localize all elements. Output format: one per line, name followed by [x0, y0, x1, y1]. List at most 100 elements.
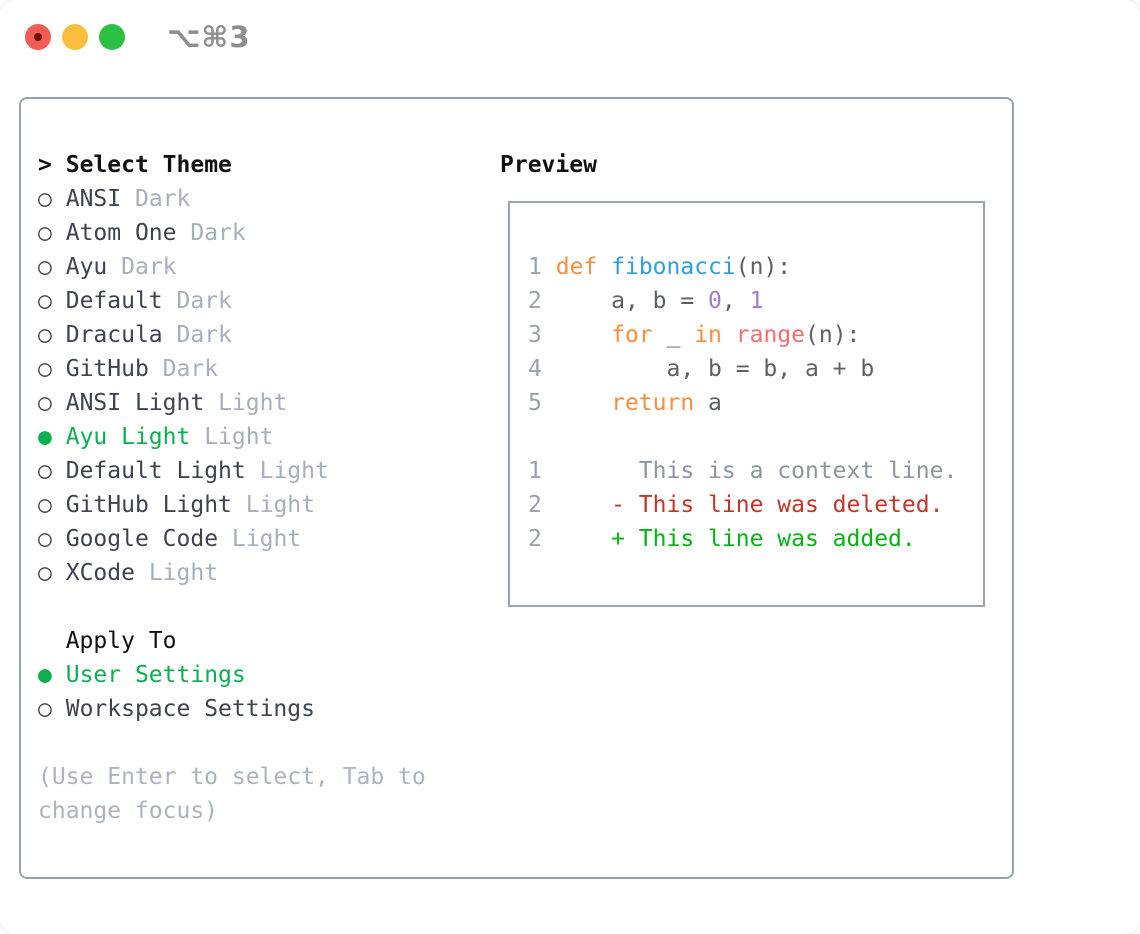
code-token: fibonacci: [611, 254, 736, 280]
theme-list-item[interactable]: ○ Atom One Dark: [38, 216, 426, 250]
code-token: ,: [721, 288, 750, 314]
code-preview: 1 def fibonacci(n): 2 a, b = 0, 1 3 for …: [528, 250, 957, 556]
code-token: [722, 322, 736, 348]
prompt-icon: >: [38, 152, 52, 178]
code-token: 1: [749, 288, 764, 314]
apply-to-option-label: Workspace Settings: [65, 696, 315, 722]
window-title-shortcut: ⌥⌘3: [167, 20, 251, 54]
radio-icon: ○: [38, 696, 52, 722]
radio-icon: ○: [38, 186, 52, 212]
theme-name: Default Light: [65, 458, 246, 484]
code-token: a: [694, 390, 722, 416]
apply-to-option-label: User Settings: [65, 662, 246, 688]
minimize-button[interactable]: [62, 24, 88, 50]
theme-name: Default: [65, 288, 163, 314]
code-token: a, b =: [555, 288, 709, 314]
theme-name: ANSI Light: [65, 390, 205, 416]
spacer: [38, 726, 426, 760]
theme-name: XCode: [65, 560, 135, 586]
theme-list-item[interactable]: ○ GitHub Light Light: [38, 488, 426, 522]
theme-name: Google Code: [65, 526, 219, 552]
code-token: [597, 254, 611, 280]
code-line: 5 return a: [528, 386, 957, 420]
code-line-content: a, b = b, a + b: [555, 356, 875, 382]
line-number: 2: [528, 526, 542, 552]
radio-icon: ○: [38, 526, 52, 552]
theme-name: ANSI: [65, 186, 122, 212]
line-number: 5: [528, 390, 542, 416]
radio-icon: ●: [38, 424, 52, 450]
radio-icon: ○: [38, 390, 52, 416]
code-line-content: def fibonacci(n):: [556, 254, 791, 280]
theme-list-item[interactable]: ○ Default Light Light: [38, 454, 426, 488]
code-line: 4 a, b = b, a + b: [528, 352, 957, 386]
diff-line-content: + This line was added.: [555, 526, 916, 552]
code-line: 2 a, b = 0, 1: [528, 284, 957, 318]
theme-name: Ayu Light: [65, 424, 191, 450]
apply-to-option[interactable]: ● User Settings: [38, 658, 426, 692]
code-token: for: [611, 322, 653, 348]
theme-list-item[interactable]: ○ ANSI Light Light: [38, 386, 426, 420]
code-token: _: [652, 322, 695, 348]
line-number: 3: [528, 322, 542, 348]
theme-list-item[interactable]: ○ Ayu Dark: [38, 250, 426, 284]
theme-name: GitHub: [65, 356, 149, 382]
theme-list-item[interactable]: ○ GitHub Dark: [38, 352, 426, 386]
zoom-button[interactable]: [99, 24, 125, 50]
select-theme-header-label: Select Theme: [65, 152, 232, 178]
code-token: range: [735, 322, 806, 348]
radio-icon: ○: [38, 322, 52, 348]
theme-variant: Dark: [134, 186, 191, 212]
theme-variant: Light: [259, 458, 329, 484]
theme-variant: Dark: [176, 288, 232, 314]
theme-list-item[interactable]: ● Ayu Light Light: [38, 420, 426, 454]
diff-line-content: This is a context line.: [555, 458, 958, 484]
code-token: return: [611, 390, 695, 416]
diff-line: 2 + This line was added.: [528, 522, 957, 556]
blank-line: [528, 420, 957, 454]
line-number: 2: [528, 288, 542, 314]
radio-icon: ○: [38, 560, 52, 586]
radio-icon: ○: [38, 492, 52, 518]
code-token: (n):: [805, 322, 861, 348]
apply-to-option[interactable]: ○ Workspace Settings: [38, 692, 426, 726]
theme-list-item[interactable]: ○ ANSI Dark: [38, 182, 426, 216]
apply-to-header-label: Apply To: [65, 628, 177, 654]
theme-variant: Light: [204, 424, 274, 450]
code-token: def: [555, 254, 598, 280]
diff-line: 1 This is a context line.: [528, 454, 957, 488]
theme-list-item[interactable]: ○ Default Dark: [38, 284, 426, 318]
code-line-content: a, b = 0, 1: [555, 288, 764, 314]
code-line-content: for _ in range(n):: [556, 322, 861, 348]
code-line: 1 def fibonacci(n):: [528, 250, 957, 284]
radio-icon: ○: [38, 458, 52, 484]
theme-variant: Light: [148, 560, 219, 586]
preview-box: 1 def fibonacci(n): 2 a, b = 0, 1 3 for …: [508, 201, 985, 607]
close-button[interactable]: [25, 24, 51, 50]
radio-icon: ○: [38, 356, 52, 382]
radio-icon: ○: [38, 254, 52, 280]
radio-icon: ○: [38, 220, 52, 246]
theme-list-item[interactable]: ○ Google Code Light: [38, 522, 426, 556]
theme-list-item[interactable]: ○ XCode Light: [38, 556, 426, 590]
theme-name: GitHub Light: [65, 492, 232, 518]
theme-variant: Dark: [190, 220, 246, 246]
theme-picker-panel: > Select Theme ○ ANSI Dark ○ Atom One Da…: [19, 97, 1014, 879]
apply-to-list: ● User Settings ○ Workspace Settings: [38, 658, 426, 726]
theme-variant: Light: [231, 526, 302, 552]
radio-icon: ●: [38, 662, 52, 688]
theme-list-item[interactable]: ○ Dracula Dark: [38, 318, 426, 352]
titlebar: ⌥⌘3: [0, 0, 1140, 74]
code-token: a, b = b, a + b: [555, 356, 875, 382]
apply-to-header: Apply To: [38, 624, 426, 658]
radio-icon: ○: [38, 288, 52, 314]
code-line: 3 for _ in range(n):: [528, 318, 957, 352]
theme-variant: Dark: [162, 356, 219, 382]
code-line-content: return a: [556, 390, 722, 416]
unsaved-changes-dot-icon: [34, 33, 42, 41]
theme-variant: Dark: [176, 322, 232, 348]
code-token: (n):: [735, 254, 792, 280]
line-number: 1: [528, 254, 542, 280]
theme-variant: Light: [218, 390, 288, 416]
